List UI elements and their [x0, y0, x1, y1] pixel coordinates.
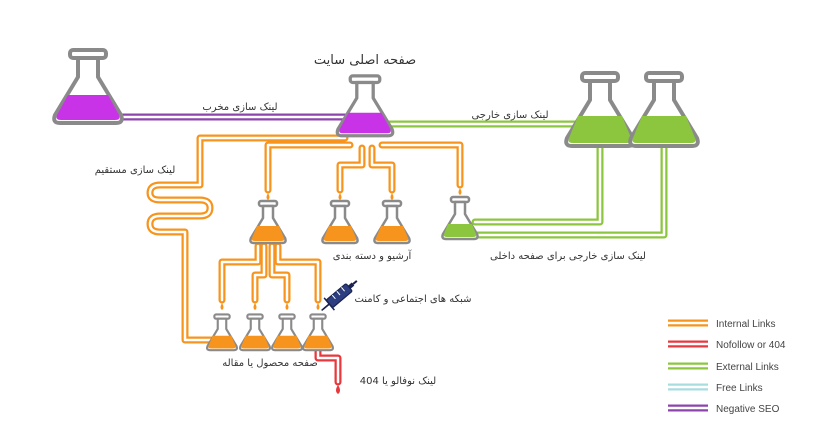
flask-icon: [373, 199, 411, 245]
flask-icon: [206, 313, 238, 352]
flask-icon: [335, 74, 395, 138]
flask-icon: [249, 199, 287, 245]
external-link-label: لینک سازی خارجی: [471, 110, 548, 121]
legend-item-negative: Negative SEO: [668, 404, 780, 415]
nofollow-404-label: لینک نوفالو یا 404: [360, 376, 436, 387]
diagram-labels: صفحه اصلی سایت لینک سازی مخرب لینک سازی …: [95, 53, 646, 387]
drop-icon: [390, 193, 394, 200]
drop-icon: [285, 303, 289, 310]
flask-icon: [321, 199, 359, 245]
drop-icon: [338, 193, 342, 200]
legend-label: Free Links: [716, 383, 763, 394]
toxic-link-label: لینک سازی مخرب: [202, 102, 277, 113]
social-comment-label: شبکه های اجتماعی و کامنت: [354, 294, 471, 305]
drop-icon: [253, 303, 257, 310]
legend: Internal Links Nofollow or 404 External …: [668, 319, 786, 415]
direct-link-label: لینک سازی مستقیم: [95, 165, 176, 176]
external-internal-page-label: لینک سازی خارجی برای صفحه داخلی: [490, 251, 646, 262]
main-page-label: صفحه اصلی سایت: [314, 53, 416, 68]
legend-label: External Links: [716, 362, 779, 373]
flask-icon: [239, 313, 271, 352]
flask-icon: [52, 48, 124, 125]
syringe-icon: [321, 280, 358, 312]
drop-icon: [220, 303, 224, 310]
drop-icon: [336, 385, 340, 394]
archive-category-label: آرشیو و دسته بندی: [333, 249, 413, 262]
flask-icon: [628, 71, 700, 148]
legend-label: Internal Links: [716, 319, 775, 330]
legend-label: Negative SEO: [716, 404, 780, 415]
legend-item-external: External Links: [668, 362, 779, 373]
flask-icon: [302, 313, 334, 352]
pipes: [116, 113, 668, 386]
legend-item-free: Free Links: [668, 383, 763, 394]
flask-icon: [271, 313, 303, 352]
flask-icon: [564, 71, 636, 148]
drop-icon: [458, 188, 462, 195]
legend-label: Nofollow or 404: [716, 340, 786, 351]
legend-item-nofollow: Nofollow or 404: [668, 340, 786, 351]
flask-icon: [441, 195, 479, 241]
drops: [220, 188, 462, 394]
product-article-label: صفحه محصول یا مقاله: [222, 358, 318, 369]
drop-icon: [266, 193, 270, 200]
drop-icon: [316, 303, 320, 310]
legend-item-internal: Internal Links: [668, 319, 775, 330]
